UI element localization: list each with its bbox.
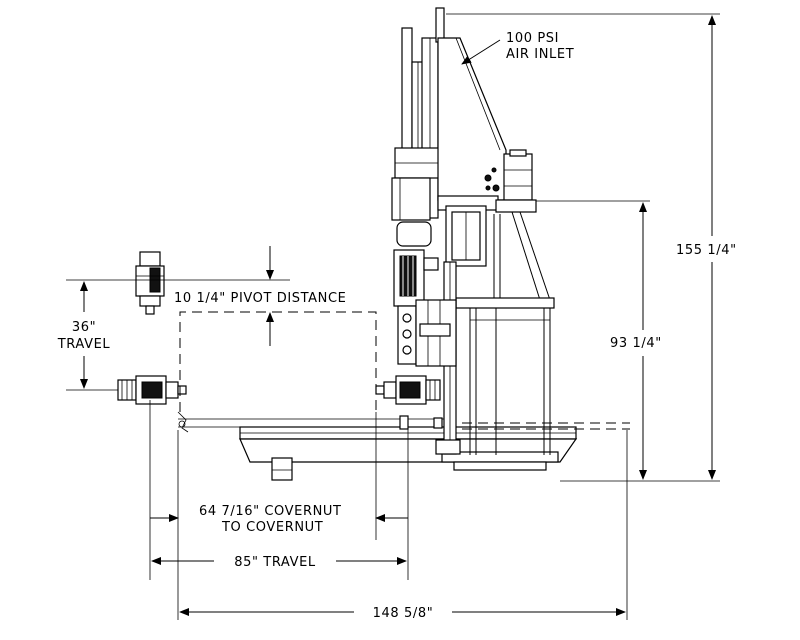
- column-top-post: [435, 7, 445, 43]
- drive-motor: [445, 205, 487, 267]
- lower-head-right: [375, 375, 441, 405]
- vertical-travel-label-line1: 36": [72, 320, 96, 335]
- overall-width-label: 148 5/8": [373, 606, 434, 621]
- support-frame: [455, 211, 555, 455]
- horizontal-travel-label: 85" TRAVEL: [234, 555, 316, 570]
- base-rail: [178, 415, 578, 481]
- pivot-distance-envelope: [179, 311, 377, 412]
- air-cylinder: [495, 149, 537, 213]
- column-height-label: 93 1/4": [610, 336, 662, 351]
- main-housing: [437, 37, 507, 211]
- vertical-travel-label-line2: TRAVEL: [57, 337, 111, 352]
- air-inlet-leader: [461, 39, 501, 65]
- lower-head-left: [117, 375, 187, 405]
- air-inlet-label-line2: AIR INLET: [506, 47, 574, 62]
- rail-end-bracket: [177, 411, 189, 433]
- covernut-label-line1: 64 7/16" COVERNUT: [199, 504, 342, 519]
- vertical-column: [391, 27, 441, 247]
- overall-height-label: 155 1/4": [676, 243, 737, 258]
- upper-head-left: [135, 251, 165, 315]
- covernut-label-line2: TO COVERNUT: [221, 520, 323, 535]
- air-inlet-label-line1: 100 PSI: [506, 31, 559, 46]
- pivot-distance-label: 10 1/4" PIVOT DISTANCE: [174, 291, 347, 306]
- column-spindle-head: [393, 249, 457, 367]
